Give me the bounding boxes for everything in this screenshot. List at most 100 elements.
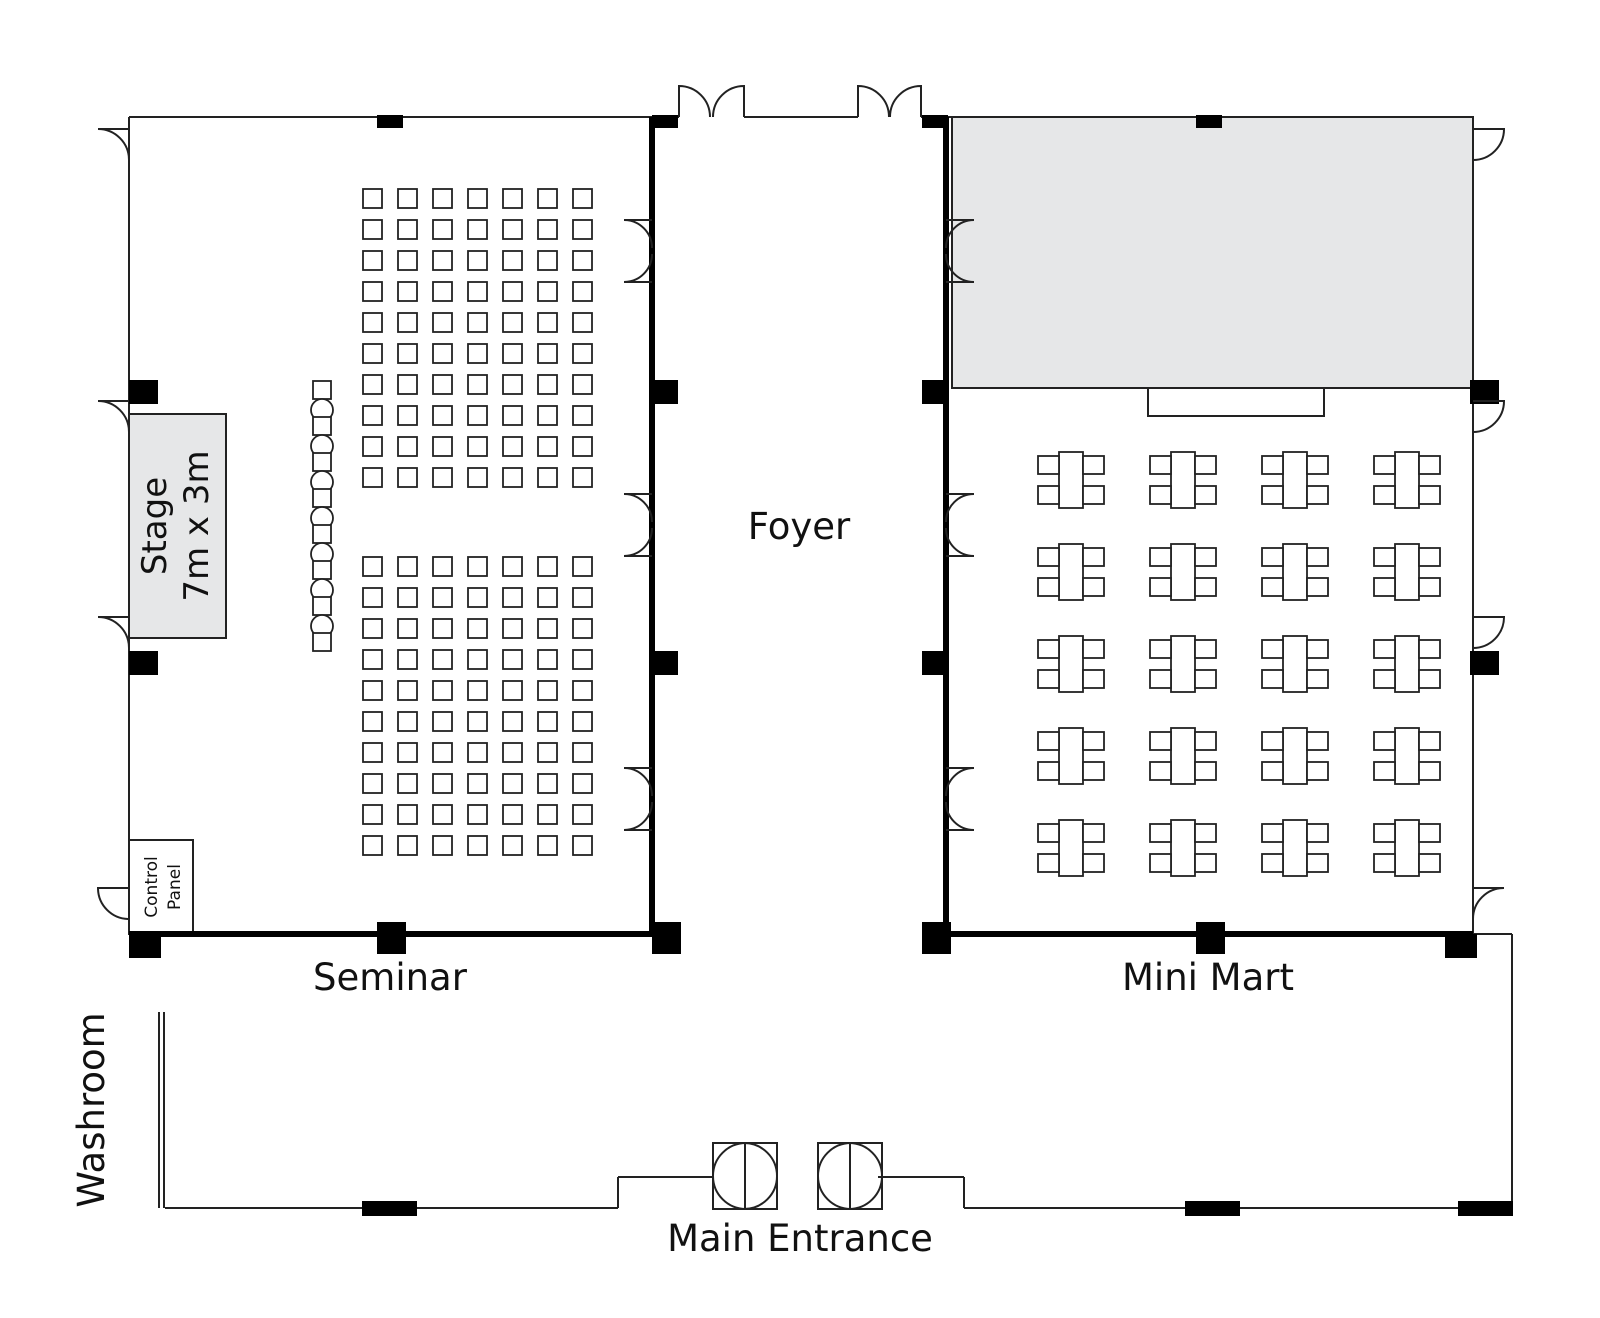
seat [502,312,523,333]
seat [502,250,523,271]
seat [502,281,523,302]
chair [1082,669,1105,689]
chair [1306,823,1329,843]
door [1472,400,1506,433]
chair [1261,853,1284,873]
chair [1194,485,1217,505]
seat [397,281,418,302]
door [712,84,745,118]
front-seat [312,488,332,508]
seat [362,804,383,825]
seat [432,556,453,577]
seat [432,467,453,488]
seat [432,711,453,732]
pillar [652,380,678,404]
seat [537,312,558,333]
seat [362,742,383,763]
chair [1418,485,1441,505]
chair [1194,547,1217,567]
table [1170,635,1196,693]
seat [572,188,593,209]
chair [1306,639,1329,659]
chair [1306,547,1329,567]
seat [572,618,593,639]
seat [467,804,488,825]
door [945,527,975,557]
front-seat [312,632,332,652]
door [1472,887,1505,920]
door [96,887,130,920]
doors [96,84,1506,1210]
seat [467,188,488,209]
door [945,219,975,249]
door [623,801,653,831]
seat [432,742,453,763]
seat [362,374,383,395]
seat [572,250,593,271]
seat [502,649,523,670]
pillar [1470,651,1499,675]
seat [432,374,453,395]
seat [502,219,523,240]
entrance-door [817,1142,883,1210]
table [1170,727,1196,785]
seat [397,680,418,701]
door [623,767,653,797]
seat [362,467,383,488]
seat [432,343,453,364]
seat [537,711,558,732]
chair [1261,823,1284,843]
pillar [1185,1201,1240,1216]
chair [1418,639,1441,659]
chair [1418,547,1441,567]
seat [432,188,453,209]
seat [362,618,383,639]
seat [362,250,383,271]
chair [1149,485,1172,505]
chair [1149,639,1172,659]
chair [1082,731,1105,751]
chair [1418,577,1441,597]
chair [1306,853,1329,873]
chair [1261,455,1284,475]
front-seat [312,524,332,544]
chair [1082,577,1105,597]
seat [397,649,418,670]
seat [467,312,488,333]
pillar [922,380,948,404]
chair [1418,761,1441,781]
seat [397,312,418,333]
door [857,84,890,118]
door [945,767,975,797]
pillar [1445,934,1477,958]
thin-walls [128,116,1513,1209]
pillar [652,922,681,954]
seat [397,835,418,856]
seat [537,405,558,426]
seat [537,587,558,608]
table [1058,451,1084,509]
control-panel-label-line2: Panel [165,864,185,910]
seat [467,467,488,488]
pillar [129,651,158,675]
seat [397,711,418,732]
chair [1373,547,1396,567]
seat [467,405,488,426]
table [1058,635,1084,693]
table [1394,819,1420,877]
seat [432,680,453,701]
seat [537,281,558,302]
seat [362,436,383,457]
chair [1037,761,1060,781]
seat [502,556,523,577]
seat [397,742,418,763]
seat [362,219,383,240]
door [97,128,130,161]
seat [572,219,593,240]
seat [537,467,558,488]
stage [128,413,227,639]
table [1170,451,1196,509]
seat [537,773,558,794]
seat [502,467,523,488]
